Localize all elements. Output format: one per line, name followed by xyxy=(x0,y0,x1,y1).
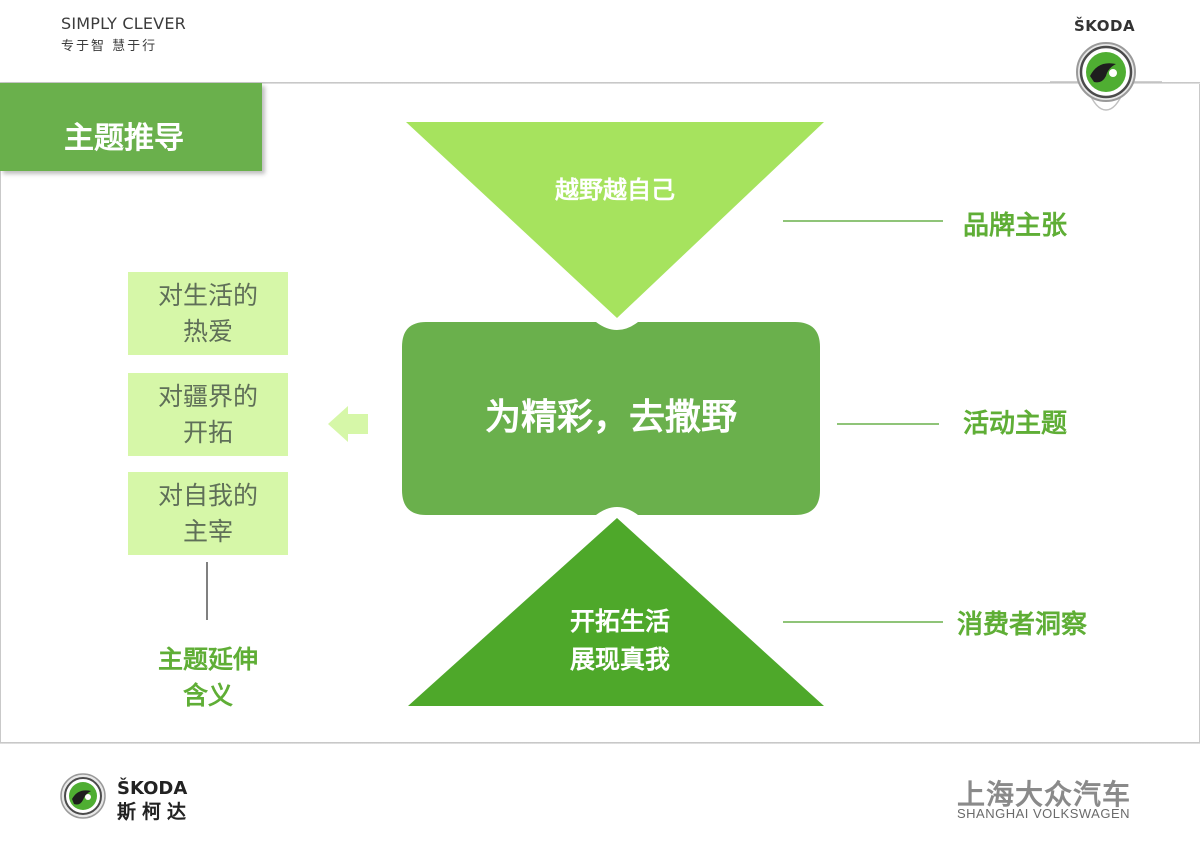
left-box-2 xyxy=(128,373,288,456)
bottom-triangle-label: 开拓生活 展现真我 xyxy=(460,603,780,679)
left-box-2-line-1: 对疆界的 xyxy=(157,382,258,411)
bottom-triangle-line-2: 展现真我 xyxy=(569,645,670,674)
left-box-3-label: 对自我的 主宰 xyxy=(128,478,288,550)
extension-label-line-1: 主题延伸 xyxy=(157,645,258,674)
partner-name-chinese: 上海大众汽车 xyxy=(957,778,1132,811)
left-box-1-line-1: 对生活的 xyxy=(157,281,258,310)
left-box-1-line-2: 热爱 xyxy=(182,317,233,346)
center-box xyxy=(402,322,820,515)
extension-label: 主题延伸 含义 xyxy=(128,642,288,714)
right-label-brand-proposition: 品牌主张 xyxy=(963,211,1068,241)
footer-brand-chinese: 斯柯达 xyxy=(117,801,193,823)
tagline-english: SIMPLY CLEVER xyxy=(61,14,186,33)
left-box-3-line-1: 对自我的 xyxy=(157,481,258,510)
right-label-campaign-theme: 活动主题 xyxy=(963,409,1068,439)
header-divider xyxy=(0,82,1200,84)
footer-brand-english: ŠKODA xyxy=(117,778,188,799)
bottom-triangle xyxy=(408,518,824,706)
bottom-triangle-line-1: 开拓生活 xyxy=(569,607,670,636)
tagline-chinese: 专于智 慧于行 xyxy=(61,39,158,54)
left-box-2-line-2: 开拓 xyxy=(182,418,233,447)
left-box-1-label: 对生活的 热爱 xyxy=(128,278,288,350)
top-triangle-label: 越野越自己 xyxy=(555,176,675,204)
left-box-2-label: 对疆界的 开拓 xyxy=(128,379,288,451)
slide-title: 主题推导 xyxy=(64,121,184,156)
center-box-label: 为精彩，去撒野 xyxy=(484,397,737,438)
skoda-logo-top xyxy=(1050,42,1162,111)
footer xyxy=(0,744,1200,848)
left-box-1 xyxy=(128,272,288,355)
top-triangle xyxy=(406,122,824,318)
skoda-logo-bottom xyxy=(60,773,106,819)
partner-name-english: SHANGHAI VOLKSWAGEN xyxy=(957,806,1130,821)
extension-label-line-2: 含义 xyxy=(182,681,233,710)
brand-name-top: ŠKODA xyxy=(1074,17,1136,35)
left-arrow-icon xyxy=(328,406,368,442)
header xyxy=(0,0,1200,82)
right-label-consumer-insight: 消费者洞察 xyxy=(957,610,1088,640)
left-box-3 xyxy=(128,472,288,555)
title-box xyxy=(0,83,262,171)
footer-divider xyxy=(0,742,1200,744)
left-box-3-line-2: 主宰 xyxy=(182,517,233,546)
